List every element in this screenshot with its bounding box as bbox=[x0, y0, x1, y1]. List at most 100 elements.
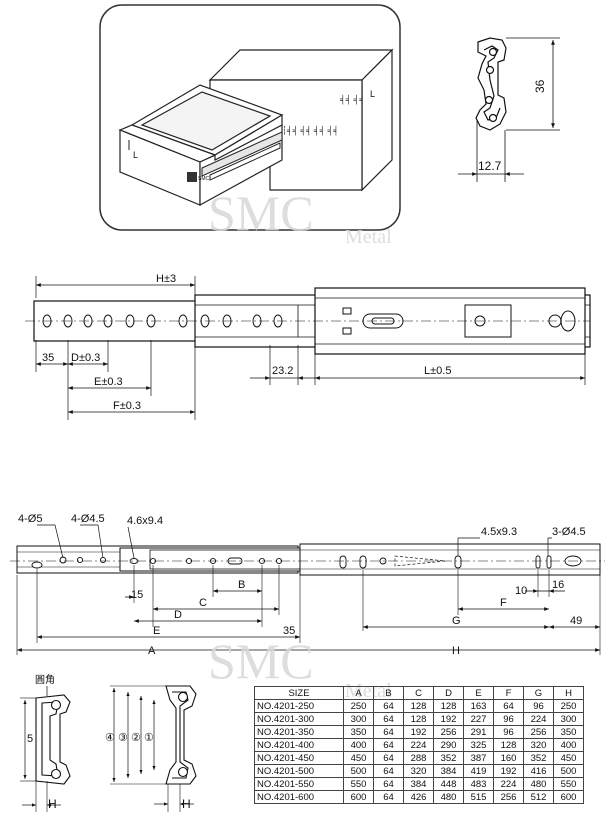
dim-h: H bbox=[452, 645, 460, 657]
dim-g: G bbox=[452, 615, 461, 627]
table-cell-value: 320 bbox=[523, 738, 554, 752]
table-cell-model: NO.4201-500 bbox=[254, 764, 344, 778]
profile-right-width-label: H bbox=[182, 797, 191, 811]
table-cell-value: 250 bbox=[343, 699, 374, 713]
table-cell-value: 128 bbox=[403, 699, 434, 713]
watermark-brand-top: SMC bbox=[208, 185, 314, 241]
table-cell-value: 448 bbox=[433, 777, 464, 791]
table-cell-value: 288 bbox=[403, 751, 434, 765]
svg-text:╡╡ ╡╡: ╡╡ ╡╡ bbox=[339, 94, 365, 105]
table-cell-value: 192 bbox=[433, 712, 464, 726]
header-a: A bbox=[343, 686, 374, 700]
table-cell-value: 320 bbox=[403, 764, 434, 778]
table-cell-value: 600 bbox=[343, 790, 374, 804]
header-b: B bbox=[373, 686, 404, 700]
table-cell-value: 426 bbox=[403, 790, 434, 804]
table-cell-value: 550 bbox=[553, 777, 584, 791]
rail-width-label: 12.7 bbox=[478, 159, 502, 173]
dim-16: 16 bbox=[552, 579, 564, 591]
table-cell-value: 400 bbox=[343, 738, 374, 752]
table-cell-value: 256 bbox=[493, 790, 524, 804]
cabinet-slide-marks: ┆╡╡ ╡╡ ╡╡ ╡╡ ╡╡ ╡╡ L bbox=[282, 89, 375, 136]
callout-3-d4-5: 3-Ø4.5 bbox=[552, 526, 586, 538]
table-cell-model: NO.4201-400 bbox=[254, 738, 344, 752]
drawer-illustration: ┆╡╡ ╡╡ ╡╡ ╡╡ ╡╡ ╡╡ L L SMC bbox=[99, 4, 401, 231]
table-cell-model: NO.4201-250 bbox=[254, 699, 344, 713]
header-c: C bbox=[403, 686, 434, 700]
dim-e: E bbox=[153, 625, 160, 637]
table-cell-model: NO.4201-550 bbox=[254, 777, 344, 791]
header-f: F bbox=[493, 686, 524, 700]
profile-height-label: 5 bbox=[27, 733, 33, 745]
table-cell-value: 500 bbox=[343, 764, 374, 778]
table-cell-model: NO.4201-300 bbox=[254, 712, 344, 726]
table-cell-value: 387 bbox=[463, 751, 494, 765]
table-cell-value: 64 bbox=[373, 790, 404, 804]
table-cell-value: 480 bbox=[523, 777, 554, 791]
table-cell-value: 450 bbox=[553, 751, 584, 765]
table-cell-value: 64 bbox=[373, 699, 404, 713]
watermark-logo: SMC Metal SMC Metal bbox=[208, 185, 392, 702]
table-cell-value: 550 bbox=[343, 777, 374, 791]
dim-circle-3: ③ bbox=[118, 732, 128, 744]
table-cell-value: 64 bbox=[373, 777, 404, 791]
table-cell-value: 96 bbox=[523, 699, 554, 713]
table-cell-model: NO.4201-600 bbox=[254, 790, 344, 804]
table-cell-value: 291 bbox=[463, 725, 494, 739]
dim-c: C bbox=[199, 597, 207, 609]
table-cell-value: 224 bbox=[403, 738, 434, 752]
table-cell-value: 192 bbox=[493, 764, 524, 778]
callout-4-6x9-4: 4.6x9.4 bbox=[127, 515, 163, 527]
table-cell-value: 64 bbox=[373, 764, 404, 778]
profile-left-width-label: H bbox=[48, 797, 57, 811]
drawer-mark: L bbox=[133, 150, 138, 160]
side-label-l: L±0.5 bbox=[424, 365, 451, 377]
table-cell-value: 64 bbox=[373, 712, 404, 726]
table-cell-value: 128 bbox=[403, 712, 434, 726]
side-label-d: D±0.3 bbox=[71, 352, 100, 364]
table-cell-value: 416 bbox=[523, 764, 554, 778]
table-cell-value: 325 bbox=[463, 738, 494, 752]
table-cell-value: 160 bbox=[493, 751, 524, 765]
dim-circle-4: ④ bbox=[105, 732, 115, 744]
profile-left: 圓角 5 H bbox=[20, 674, 71, 812]
rail-cross-section: 36 12.7 bbox=[458, 37, 560, 182]
table-cell-value: 450 bbox=[343, 751, 374, 765]
table-cell-value: 350 bbox=[343, 725, 374, 739]
table-cell-value: 96 bbox=[493, 725, 524, 739]
table-cell-value: 96 bbox=[493, 712, 524, 726]
table-cell-value: 64 bbox=[373, 725, 404, 739]
table-cell-value: 483 bbox=[463, 777, 494, 791]
table-cell-model: NO.4201-350 bbox=[254, 725, 344, 739]
rail-height-label: 36 bbox=[533, 79, 547, 93]
dim-b: B bbox=[238, 579, 245, 591]
table-cell-value: 256 bbox=[523, 725, 554, 739]
side-label-35: 35 bbox=[42, 352, 54, 364]
table-cell-value: 600 bbox=[553, 790, 584, 804]
dim-10: 10 bbox=[515, 585, 527, 597]
header-h: H bbox=[553, 686, 584, 700]
profile-right: ④ ③ ② ① H bbox=[105, 685, 197, 812]
table-cell-model: NO.4201-450 bbox=[254, 751, 344, 765]
svg-text:┆╡╡ ╡╡ ╡╡ ╡╡: ┆╡╡ ╡╡ ╡╡ ╡╡ bbox=[282, 125, 339, 136]
header-e: E bbox=[463, 686, 494, 700]
table-cell-value: 250 bbox=[553, 699, 584, 713]
hole-position-view: 4-Ø5 4-Ø4.5 4.6x9.4 4.5x9.3 3-Ø4.5 bbox=[10, 513, 605, 657]
table-cell-value: 512 bbox=[523, 790, 554, 804]
size-table-header: SIZE A B C D E F G H bbox=[254, 686, 584, 700]
dim-circle-2: ② bbox=[131, 732, 141, 744]
svg-text:SMC: SMC bbox=[198, 176, 210, 182]
table-cell-value: 352 bbox=[523, 751, 554, 765]
dim-49: 49 bbox=[570, 615, 582, 627]
table-cell-value: 163 bbox=[463, 699, 494, 713]
table-cell-value: 384 bbox=[403, 777, 434, 791]
dim-a: A bbox=[148, 645, 156, 657]
table-cell-value: 500 bbox=[553, 764, 584, 778]
table-cell-value: 480 bbox=[433, 790, 464, 804]
